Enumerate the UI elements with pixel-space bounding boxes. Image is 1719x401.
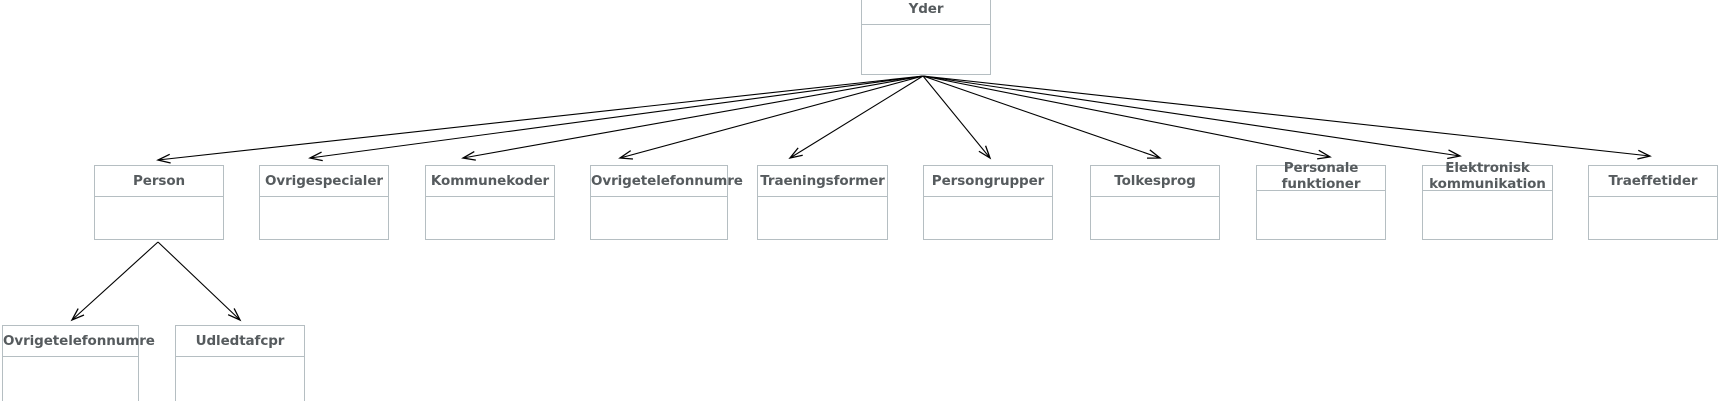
arrowhead [308,151,323,162]
uml-class-attributes [1257,191,1385,235]
uml-class-attributes [924,197,1052,241]
arrowhead [70,308,85,322]
uml-edge-yder-to-person [156,75,924,164]
arrowhead [227,308,242,322]
uml-edge-yder-to-tolkesprog [922,75,1162,159]
uml-class-title: Ovrigetelefonnumre [591,173,743,189]
uml-class-header: Traeffetider [1589,166,1717,197]
arrowhead [461,151,476,161]
uml-class-personale-funktioner[interactable]: Personale funktioner [1256,160,1386,240]
uml-edge-yder-to-ovrigespecialer [308,75,924,162]
uml-edge-person-to-ovrigetelefonnumre-bottom [70,241,159,322]
uml-edge-yder-to-persongrupper [922,75,992,160]
uml-class-title: Traeningsformer [760,173,885,189]
uml-class-attributes [3,357,138,401]
uml-class-traeffetider[interactable]: Traeffetider [1588,165,1718,240]
uml-class-elektronisk-kommunikation[interactable]: Elektronisk kommunikation [1422,160,1553,240]
uml-class-title: Ovrigespecialer [265,173,383,189]
uml-class-attributes [758,197,887,241]
uml-class-attributes [426,197,554,241]
uml-class-yder[interactable]: Yder [861,0,991,75]
uml-class-ovrigetelefonnumre-top[interactable]: Ovrigetelefonnumre [590,165,743,241]
uml-class-attributes [1423,191,1552,235]
arrowhead [1637,149,1652,160]
uml-class-traeningsformer[interactable]: Traeningsformer [757,165,888,240]
uml-edge-person-to-udledtafcpr [157,241,242,322]
uml-class-persongrupper[interactable]: Persongrupper [923,165,1053,240]
uml-class-title: Traeffetider [1608,173,1698,189]
uml-class-title: Ovrigetelefonnumre [3,333,155,349]
uml-class-kommunekoder[interactable]: Kommunekoder [425,165,555,240]
uml-class-ovrigetelefonnumre-bottom[interactable]: Ovrigetelefonnumre [2,325,155,401]
uml-class-tolkesprog[interactable]: Tolkesprog [1090,165,1220,240]
arrowhead [1317,149,1332,160]
uml-edge-yder-to-traeningsformer [788,75,924,160]
uml-edge-yder-to-elektronisk-kommunikation [922,75,1462,160]
uml-class-title: Elektronisk kommunikation [1429,160,1546,192]
arrowhead [788,147,803,160]
arrowhead [156,153,171,164]
uml-class-title: Personale funktioner [1281,160,1361,192]
uml-class-attributes [176,357,304,401]
uml-class-attributes [95,197,223,241]
uml-class-header: Ovrigetelefonnumre [3,326,155,357]
arrowhead [1447,149,1462,160]
uml-class-ovrigespecialer[interactable]: Ovrigespecialer [259,165,389,240]
uml-class-attributes [591,197,727,241]
uml-edge-yder-to-personale-funktioner [922,75,1332,160]
uml-class-header: Personale funktioner [1257,160,1385,192]
uml-class-title: Yder [908,1,944,17]
uml-class-title: Udledtafcpr [195,333,285,349]
uml-class-title: Persongrupper [931,173,1045,189]
uml-class-title: Kommunekoder [430,173,550,189]
uml-class-title: Tolkesprog [1114,173,1196,189]
uml-class-header: Ovrigetelefonnumre [591,166,743,197]
uml-class-attributes [1091,197,1219,241]
uml-class-attributes [862,25,990,76]
uml-class-person[interactable]: Person [94,165,224,240]
uml-edge-yder-to-ovrigetelefonnumre-top [618,75,924,160]
uml-edge-yder-to-traeffetider [922,75,1652,160]
uml-class-header: Ovrigespecialer [260,166,388,197]
uml-class-header: Kommunekoder [426,166,554,197]
uml-class-header: Persongrupper [924,166,1052,197]
uml-class-header: Tolkesprog [1091,166,1219,197]
arrowhead [618,150,634,160]
uml-class-title: Person [132,173,186,189]
uml-class-header: Person [95,166,223,197]
uml-class-header: Udledtafcpr [176,326,304,357]
arrowhead [978,145,992,160]
uml-class-attributes [1589,197,1717,241]
uml-class-header: Traeningsformer [758,166,887,197]
uml-class-header: Elektronisk kommunikation [1423,160,1552,192]
arrowhead [1146,149,1162,159]
uml-edge-yder-to-kommunekoder [461,75,924,161]
uml-class-udledtafcpr[interactable]: Udledtafcpr [175,325,305,401]
uml-class-attributes [260,197,388,241]
uml-class-header: Yder [862,0,990,25]
